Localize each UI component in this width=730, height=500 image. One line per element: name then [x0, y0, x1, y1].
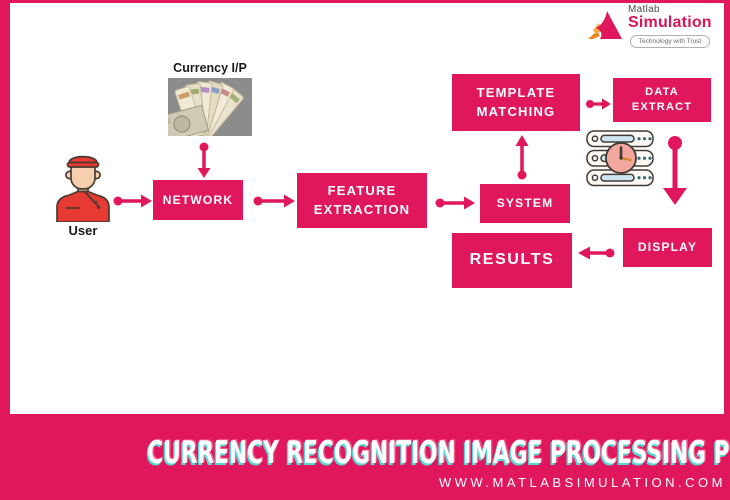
frame-border-top	[0, 0, 730, 3]
frame-border-right	[724, 0, 730, 416]
flow-arrows	[113, 98, 687, 260]
node-results: RESULTS	[452, 233, 572, 288]
server-clock-icon	[586, 130, 654, 187]
node-system: SYSTEM	[480, 184, 570, 223]
brand-tagline: Technology with Trust	[630, 35, 710, 48]
node-feature-extraction: FEATURE EXTRACTION	[297, 173, 427, 228]
brand-name-bottom: Simulation	[628, 14, 712, 31]
user-label: User	[68, 223, 98, 238]
node-network: NETWORK	[153, 180, 243, 220]
user-avatar-icon	[56, 155, 110, 222]
frame-border-left	[0, 0, 10, 416]
currency-input-label: Currency I/P	[173, 61, 247, 75]
website-url: WWW.MATLABSIMULATION.COM	[438, 475, 726, 490]
brand-name-top: Matlab	[628, 4, 660, 15]
node-display: DISPLAY	[623, 228, 712, 267]
brand-logo: Matlab Simulation Technology with Trust	[586, 4, 718, 48]
brand-name: Matlab Simulation	[628, 4, 712, 32]
node-data-extract: DATA EXTRACT	[613, 78, 711, 122]
poster-title-text: CURRENCY RECOGNITION IMAGE PROCESSING PR…	[147, 435, 730, 471]
node-template-matching: TEMPLATE MATCHING	[452, 74, 580, 131]
matlab-logo-icon	[588, 11, 622, 39]
poster-title: CURRENCY RECOGNITION IMAGE PROCESSING PR…	[0, 435, 730, 471]
bottom-banner: CURRENCY RECOGNITION IMAGE PROCESSING PR…	[0, 414, 730, 500]
currency-notes-image	[168, 78, 252, 136]
